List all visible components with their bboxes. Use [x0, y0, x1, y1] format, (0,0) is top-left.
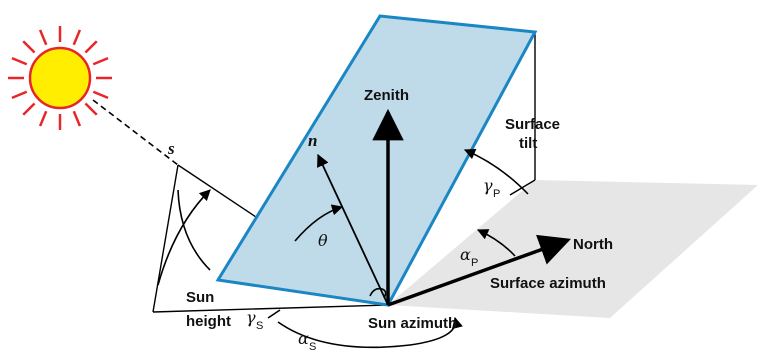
sun-height-arc	[157, 189, 211, 286]
sun-height-label-2: height	[186, 313, 231, 330]
sun-icon	[8, 26, 112, 130]
sun-ray	[84, 102, 98, 116]
sun-ray	[11, 56, 28, 66]
alpha-s-sub: S	[309, 341, 316, 353]
right-angle-mark	[369, 287, 387, 299]
surface-normal-vector	[317, 153, 389, 306]
gamma-s-arc	[177, 189, 211, 271]
zenith-label: Zenith	[364, 87, 409, 104]
surface-tilt-label-1: Surface	[505, 116, 560, 133]
gamma-s-label: γ	[246, 308, 256, 327]
gamma-s-sub: S	[256, 320, 263, 332]
surface-azimuth-label: Surface azimuth	[490, 275, 606, 292]
angle-arcs	[157, 148, 529, 349]
sun-ray	[38, 29, 48, 46]
sun-ray	[84, 40, 98, 54]
theta-arc	[294, 204, 344, 242]
sun-azimuth-label: Sun azimuth	[368, 315, 457, 332]
panel-shadow	[388, 180, 758, 318]
sun-height-label-1: Sun	[186, 289, 214, 306]
sun-azimuth-arc	[267, 309, 281, 319]
sun-ray	[22, 102, 36, 116]
sun-ray	[22, 40, 36, 54]
alpha-p-sub: P	[471, 257, 478, 269]
alpha-p-label: α	[460, 245, 471, 264]
north-label: North	[573, 236, 613, 253]
gamma-p-label: γ	[483, 176, 493, 195]
n-vector-label: n	[308, 131, 317, 150]
gamma-p-sub: P	[493, 188, 500, 200]
north-vector	[387, 234, 571, 307]
alpha-s-arc	[277, 316, 463, 349]
sun-ray	[72, 29, 82, 46]
sun-ray	[38, 110, 48, 127]
s-vector-label: s	[167, 139, 175, 158]
sun-ray	[72, 110, 82, 127]
surface-tilt-label-2: tilt	[519, 135, 537, 152]
sun-ray	[92, 56, 109, 66]
alpha-s-label: α	[298, 329, 309, 348]
gamma-p-arc	[463, 148, 529, 195]
sun-ray	[92, 90, 109, 100]
sun-ray-line	[92, 99, 179, 166]
alpha-p-arc	[476, 229, 516, 257]
theta-label: θ	[318, 231, 328, 250]
sun-ray	[11, 90, 28, 100]
